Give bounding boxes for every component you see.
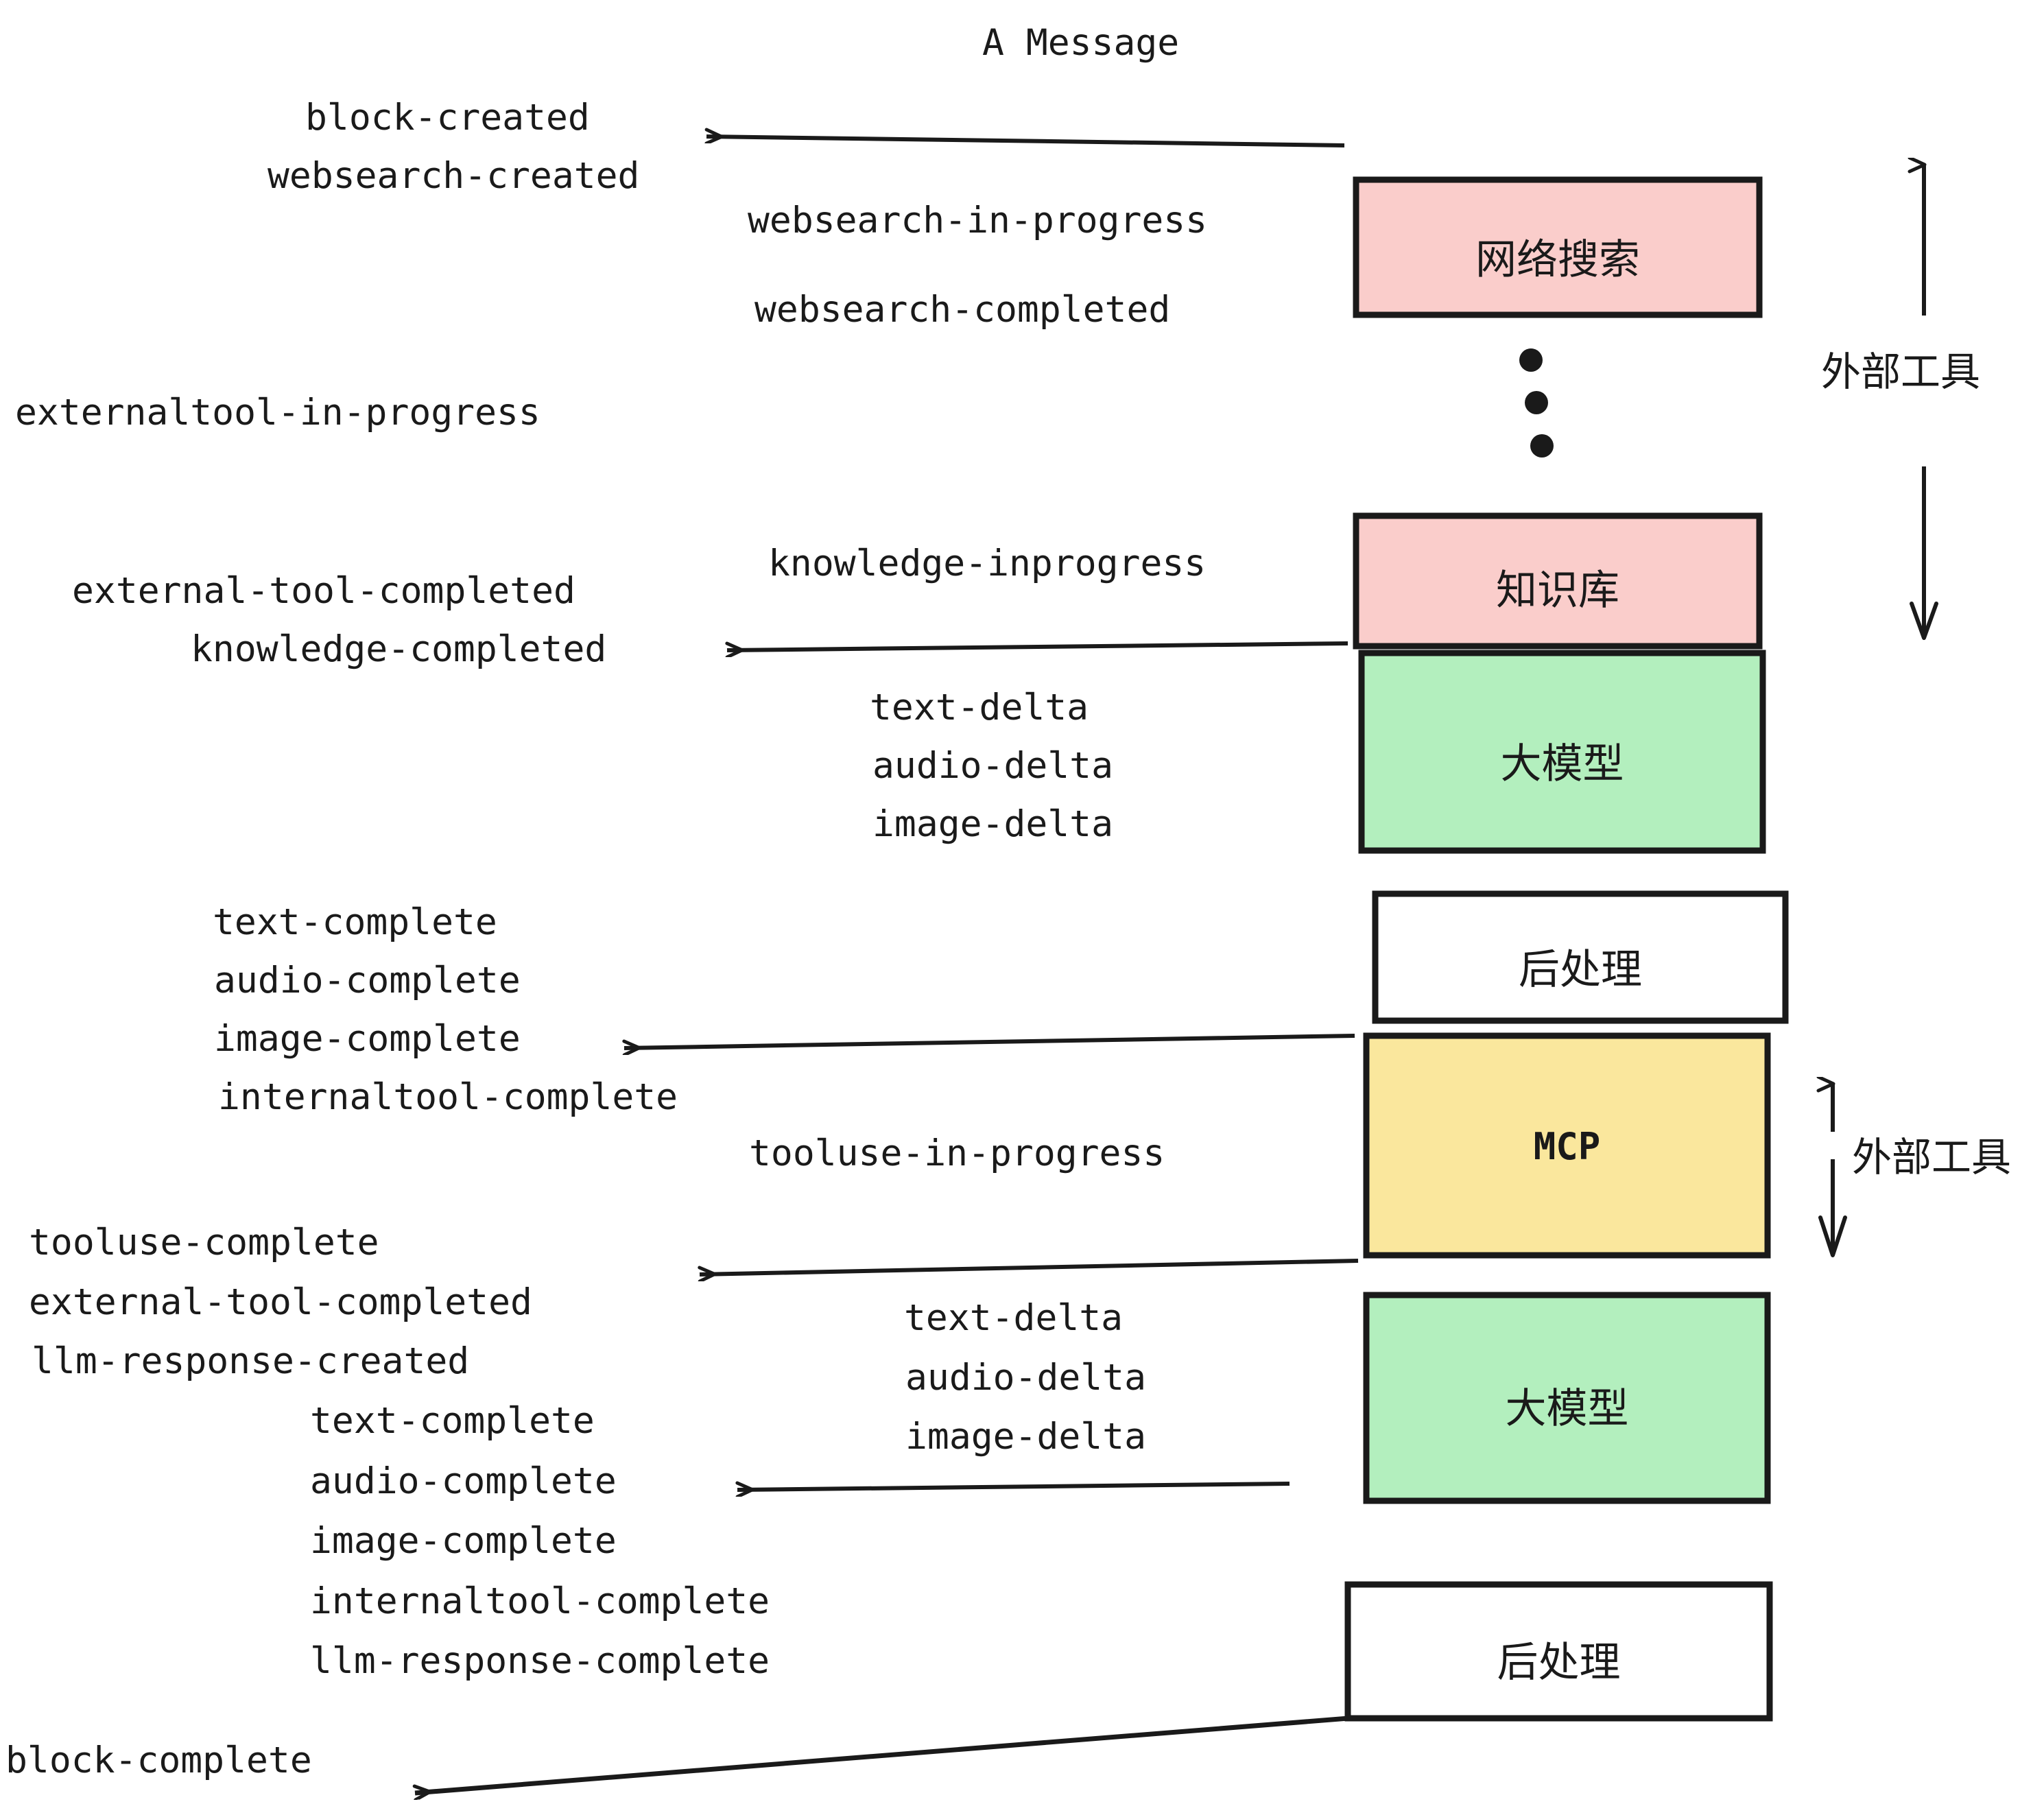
event-audio-delta-2: audio-delta (905, 1357, 1146, 1399)
event-image-delta-2: image-delta (905, 1416, 1146, 1458)
event-internaltool-complete-2: internaltool-complete (310, 1580, 770, 1622)
box-label-knowledge: 知识库 (1496, 567, 1619, 615)
external-tool-bracket-bottom (1820, 1084, 1847, 1257)
arrow-block-created (706, 137, 1345, 147)
event-audio-complete-2: audio-complete (310, 1460, 617, 1502)
box-postprocess-1 (1372, 890, 1789, 1024)
event-audio-complete-1: audio-complete (214, 960, 521, 1001)
box-label-llm-1: 大模型 (1500, 740, 1624, 788)
box-websearch (1353, 176, 1763, 318)
event-externaltool-in-progress: externaltool-in-progress (15, 392, 540, 434)
arrow-knowledge-completed (727, 641, 1348, 650)
box-llm-1 (1358, 650, 1766, 854)
event-internaltool-complete-1: internaltool-complete (218, 1076, 678, 1118)
event-websearch-created: websearch-created (268, 155, 640, 197)
box-label-mcp: MCP (1533, 1125, 1601, 1168)
event-block-created: block-created (305, 97, 590, 139)
event-tooluse-in-progress: tooluse-in-progress (749, 1132, 1165, 1174)
arrow-audio-complete (737, 1484, 1290, 1490)
event-block-complete: block-complete (5, 1740, 312, 1781)
side-label-external-tool-top: 外部工具 (1821, 348, 1981, 395)
event-external-tool-completed-1: external-tool-completed (72, 570, 575, 612)
box-llm-2 (1363, 1292, 1771, 1504)
event-knowledge-completed: knowledge-completed (191, 628, 607, 670)
event-image-complete-1: image-complete (214, 1018, 521, 1060)
arrow-image-complete (624, 1034, 1355, 1048)
event-text-complete-2: text-complete (310, 1400, 595, 1442)
vertical-ellipsis-icon (1519, 348, 1554, 458)
event-image-complete-2: image-complete (310, 1520, 617, 1562)
event-websearch-in-progress: websearch-in-progress (748, 200, 1208, 241)
event-tooluse-complete: tooluse-complete (29, 1222, 379, 1263)
event-external-tool-completed-2: external-tool-completed (29, 1281, 532, 1323)
event-llm-response-complete: llm-response-complete (310, 1640, 770, 1682)
box-label-postprocess-1: 后处理 (1519, 946, 1642, 994)
event-text-delta-2: text-delta (904, 1297, 1124, 1339)
event-image-delta-1: image-delta (872, 803, 1113, 845)
box-label-llm-2: 大模型 (1505, 1385, 1629, 1433)
event-text-complete-1: text-complete (213, 901, 497, 943)
external-tool-bracket-top (1912, 165, 1938, 640)
box-label-websearch: 网络搜索 (1475, 236, 1640, 284)
arrow-tooluse-complete (700, 1259, 1359, 1274)
box-mcp (1363, 1032, 1771, 1259)
box-knowledge (1353, 512, 1763, 650)
event-knowledge-inprogress: knowledge-inprogress (768, 543, 1207, 584)
box-label-postprocess-2: 后处理 (1497, 1639, 1621, 1687)
arrow-block-complete (415, 1716, 1349, 1793)
event-websearch-completed: websearch-completed (754, 289, 1171, 331)
event-audio-delta-1: audio-delta (872, 745, 1113, 787)
event-llm-response-created: llm-response-created (32, 1340, 470, 1382)
diagram-title: A Message (982, 22, 1180, 64)
box-postprocess-2 (1344, 1581, 1773, 1722)
side-label-external-tool-bottom: 外部工具 (1852, 1134, 2012, 1180)
event-text-delta-1: text-delta (870, 687, 1089, 728)
